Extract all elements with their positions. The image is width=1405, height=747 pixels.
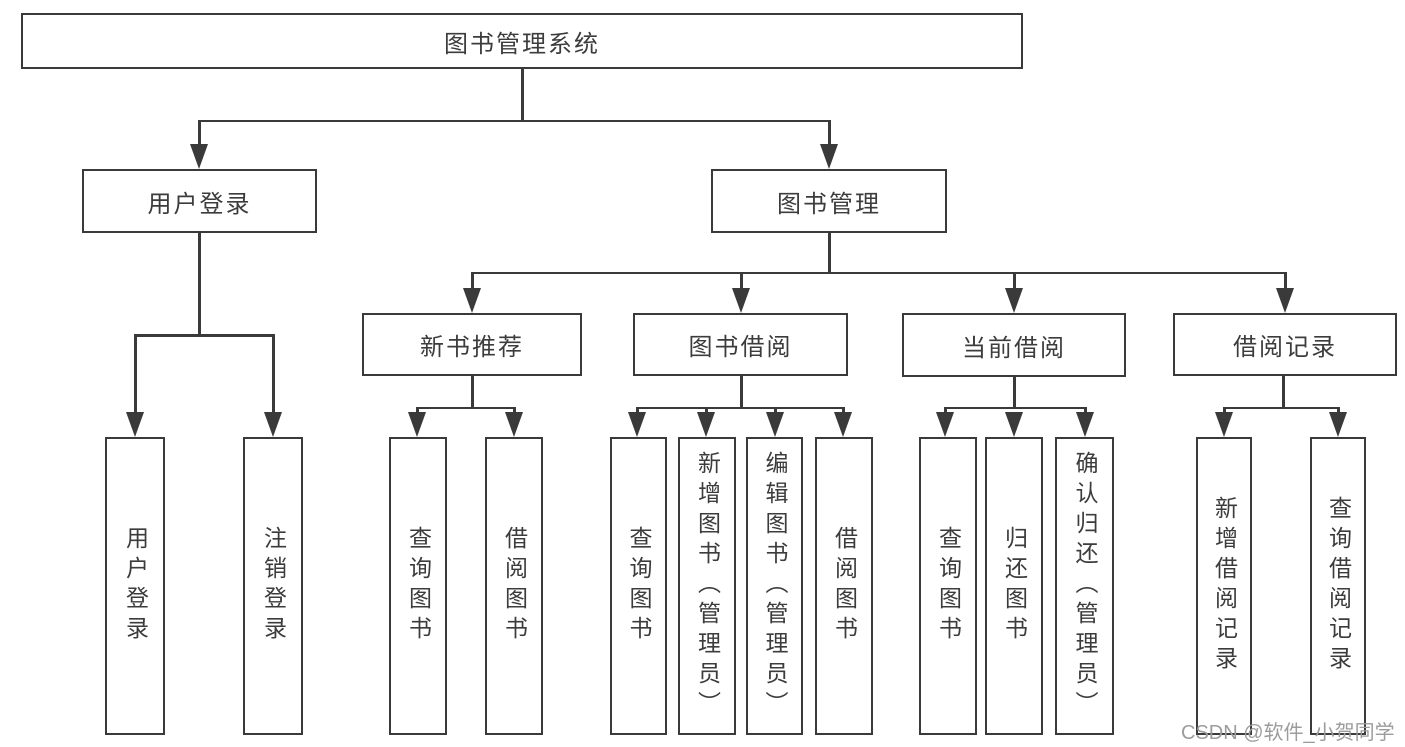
connector-book-mgmt-stem bbox=[828, 233, 831, 274]
arrow-to-user-login bbox=[190, 144, 208, 169]
connector-book-mgmt-drop-1 bbox=[471, 272, 474, 292]
node-user-login: 用户登录 bbox=[82, 169, 317, 233]
arrow-to-book-borrowing bbox=[732, 288, 750, 313]
leaf-logout: 注销登录 bbox=[243, 437, 303, 735]
arrow-to-leaf-confirm-return-admin bbox=[1076, 412, 1094, 437]
arrow-to-leaf-query-books-borrowing bbox=[628, 412, 646, 437]
leaf-query-books-borrowing: 查询图书 bbox=[610, 437, 667, 735]
connector-root-branch bbox=[198, 119, 830, 122]
arrow-to-leaf-query-books-recommend bbox=[408, 412, 426, 437]
node-book-management: 图书管理 bbox=[711, 169, 947, 233]
node-book-borrowing: 图书借阅 bbox=[633, 313, 848, 376]
arrow-to-new-book-recommendation bbox=[463, 288, 481, 313]
connector-records-branch bbox=[1223, 406, 1340, 409]
arrow-to-leaf-borrow-books-recommend bbox=[505, 412, 523, 437]
leaf-borrow-books: 借阅图书 bbox=[815, 437, 873, 735]
connector-current-branch bbox=[944, 406, 1086, 409]
leaf-return-books: 归还图书 bbox=[985, 437, 1043, 735]
arrow-to-leaf-borrow-books bbox=[834, 412, 852, 437]
connector-records-stem bbox=[1282, 374, 1285, 408]
connector-book-mgmt-branch bbox=[471, 271, 1287, 274]
leaf-query-borrow-record: 查询借阅记录 bbox=[1310, 437, 1366, 735]
connector-book-mgmt-drop-4 bbox=[1284, 272, 1287, 292]
arrow-to-leaf-edit-books-admin bbox=[766, 412, 784, 437]
arrow-to-book-management bbox=[820, 144, 838, 169]
connector-user-login-branch bbox=[134, 334, 274, 337]
arrow-to-leaf-user-login bbox=[126, 412, 144, 437]
arrow-to-leaf-return-books bbox=[1005, 412, 1023, 437]
arrow-to-current-borrowing bbox=[1005, 288, 1023, 313]
connector-recommend-stem bbox=[471, 374, 474, 408]
connector-root-drop-left bbox=[198, 120, 201, 150]
arrow-to-leaf-logout bbox=[264, 412, 282, 437]
connector-borrowing-branch bbox=[636, 406, 844, 409]
leaf-confirm-return-admin: 确认归还（管理员） bbox=[1055, 437, 1114, 735]
leaf-query-books-current: 查询图书 bbox=[919, 437, 977, 735]
leaf-borrow-books-recommend: 借阅图书 bbox=[485, 437, 543, 735]
node-library-management-system: 图书管理系统 bbox=[21, 13, 1023, 69]
connector-root-drop-right bbox=[828, 120, 831, 150]
node-new-book-recommendation: 新书推荐 bbox=[362, 313, 582, 376]
leaf-edit-books-admin: 编辑图书（管理员） bbox=[746, 437, 803, 735]
connector-user-login-stem bbox=[198, 233, 201, 336]
node-borrowing-records: 借阅记录 bbox=[1173, 313, 1397, 376]
arrow-to-leaf-add-books-admin bbox=[697, 412, 715, 437]
connector-current-stem bbox=[1013, 375, 1016, 408]
connector-book-mgmt-drop-3 bbox=[1013, 272, 1016, 292]
connector-user-login-drop-2 bbox=[272, 334, 275, 418]
leaf-user-login: 用户登录 bbox=[105, 437, 165, 735]
node-current-borrowing: 当前借阅 bbox=[902, 313, 1126, 377]
csdn-watermark: CSDN @软件_小贺同学 bbox=[1181, 722, 1395, 744]
leaf-query-books-recommend: 查询图书 bbox=[389, 437, 447, 735]
connector-book-mgmt-drop-2 bbox=[740, 272, 743, 292]
connector-borrowing-stem bbox=[740, 374, 743, 408]
connector-root-stem bbox=[521, 69, 524, 121]
connector-recommend-branch bbox=[416, 406, 516, 409]
arrow-to-leaf-add-borrow-record bbox=[1215, 412, 1233, 437]
arrow-to-leaf-query-books-current bbox=[936, 412, 954, 437]
arrow-to-borrowing-records bbox=[1276, 288, 1294, 313]
leaf-add-books-admin: 新增图书（管理员） bbox=[678, 437, 736, 735]
leaf-add-borrow-record: 新增借阅记录 bbox=[1196, 437, 1252, 735]
connector-user-login-drop-1 bbox=[134, 334, 137, 418]
arrow-to-leaf-query-borrow-record bbox=[1329, 412, 1347, 437]
